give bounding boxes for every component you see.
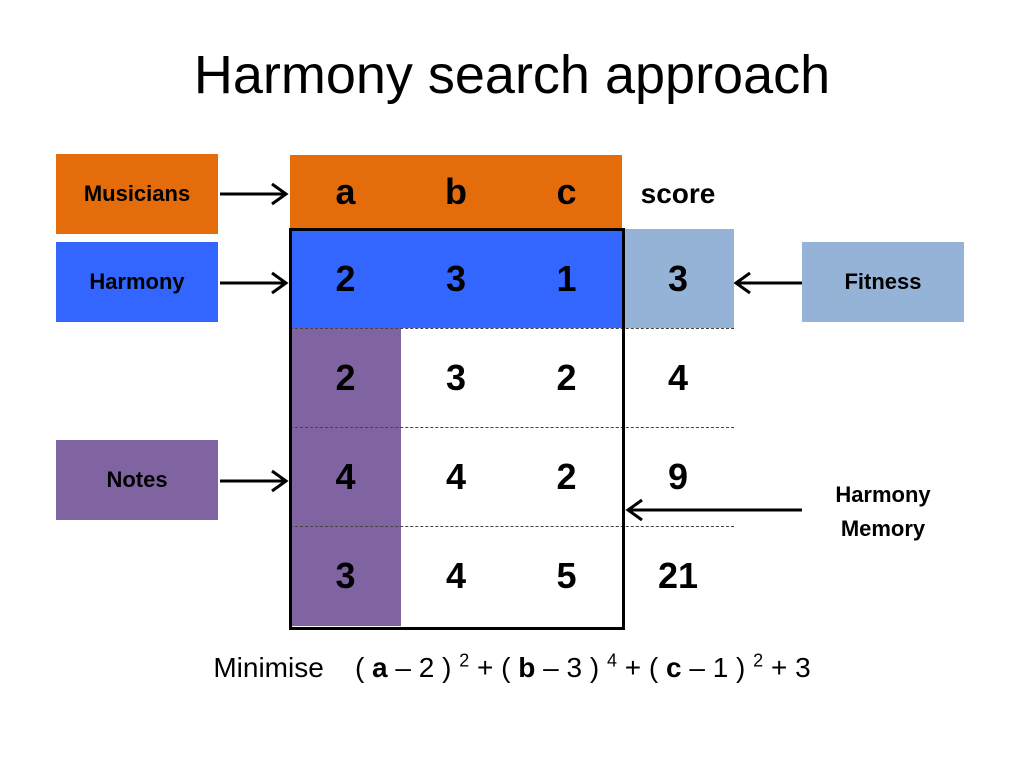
cell-value: 1 [556, 257, 577, 299]
cell-r4-b: 4 [401, 526, 511, 626]
cell-r2-b: 3 [401, 328, 511, 427]
cell-r3-c: 2 [511, 427, 622, 526]
cell-value: 4 [445, 555, 467, 596]
score-header: score [640, 178, 716, 209]
cell-r1-score: 3 [622, 229, 734, 328]
cell-r4-score: 21 [622, 526, 734, 626]
score-value: 3 [667, 257, 689, 299]
harmony-memory-label: Harmony Memory [800, 478, 966, 546]
arrow-left-icon [733, 271, 802, 295]
header-a-text: a [335, 171, 356, 212]
harmony-memory-line1: Harmony [835, 482, 931, 507]
score-value: 4 [667, 356, 689, 398]
notes-label: Notes [56, 440, 218, 520]
notes-label-text: Notes [106, 467, 168, 492]
cell-value: 3 [445, 356, 467, 398]
formula-var-b: b [518, 652, 536, 683]
arrow-right-icon [220, 182, 289, 206]
formula-part: – 1 ) [681, 652, 746, 683]
fitness-label: Fitness [802, 242, 964, 322]
cell-r3-score: 9 [622, 427, 734, 526]
cell-r1-a: 2 [290, 229, 401, 328]
cell-value: 4 [335, 455, 356, 497]
score-value: 21 [657, 555, 699, 596]
fitness-label-text: Fitness [844, 269, 922, 294]
cell-r4-c: 5 [511, 526, 622, 626]
notes-column-bg [290, 328, 401, 626]
page-title: Harmony search approach [193, 45, 831, 105]
formula-exponent: 2 [459, 650, 470, 671]
cell-value: 3 [445, 257, 467, 299]
header-cell-a: a [290, 155, 402, 229]
cell-r1-c: 1 [511, 229, 622, 328]
harmony-label-text: Harmony [89, 269, 185, 294]
cell-r2-a: 2 [290, 328, 401, 427]
cell-value: 2 [556, 356, 577, 398]
cell-value: 2 [335, 257, 356, 299]
formula-exponent: 4 [606, 650, 617, 671]
cell-r1-b: 3 [401, 229, 511, 328]
formula-prefix: Minimise [213, 652, 324, 683]
cell-r3-b: 4 [401, 427, 511, 526]
header-c-text: c [556, 171, 577, 212]
harmony-label: Harmony [56, 242, 218, 322]
arrow-right-icon [220, 271, 289, 295]
cell-r2-score: 4 [622, 328, 734, 427]
row-separator [290, 427, 734, 428]
formula-suffix: + 3 [763, 652, 811, 683]
cell-value: 3 [335, 555, 356, 596]
formula-part: + ( [616, 652, 666, 683]
header-cell-b: b [401, 155, 511, 229]
row-separator [290, 328, 734, 329]
formula-part: – 2 ) [387, 652, 452, 683]
arrow-right-icon [220, 469, 289, 493]
harmony-memory-border [289, 228, 625, 630]
header-b-text: b [445, 171, 467, 212]
cell-r3-a: 4 [290, 427, 401, 526]
header-cell-c: c [511, 155, 622, 229]
musicians-label: Musicians [56, 154, 218, 234]
objective-formula: Minimise ( a – 2 ) 2 + ( b – 3 ) 4 + ( c… [0, 652, 1024, 684]
fitness-cell-bg [622, 229, 734, 328]
harmony-row-bg [290, 229, 622, 328]
formula-part: – 3 ) [535, 652, 600, 683]
formula-var-a: a [372, 652, 388, 683]
formula-var-c: c [665, 652, 682, 683]
formula-part: ( [354, 652, 373, 683]
harmony-memory-line2: Memory [840, 516, 926, 541]
row-separator [290, 526, 734, 527]
cell-r4-a: 3 [290, 526, 401, 626]
cell-value: 4 [445, 455, 467, 497]
formula-exponent: 2 [753, 650, 764, 671]
cell-value: 2 [556, 455, 577, 497]
cell-r2-c: 2 [511, 328, 622, 427]
cell-value: 5 [556, 555, 577, 596]
cell-value: 2 [335, 356, 356, 398]
musicians-label-text: Musicians [83, 181, 191, 206]
arrow-left-icon [625, 498, 802, 522]
formula-part: + ( [469, 652, 519, 683]
score-value: 9 [667, 455, 689, 497]
